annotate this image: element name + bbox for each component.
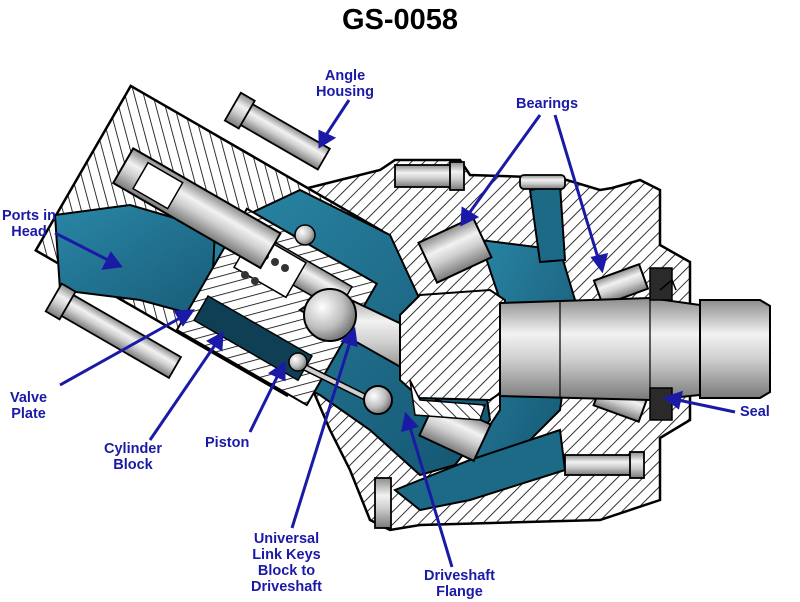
callout-arrows bbox=[54, 99, 736, 568]
arrow-universal-link bbox=[290, 326, 358, 529]
housing-bolts bbox=[374, 161, 645, 529]
label-seal: Seal bbox=[740, 404, 770, 420]
driveshaft bbox=[499, 296, 771, 402]
arrow-seal bbox=[662, 390, 736, 414]
arrow-driveshaft-flange bbox=[401, 411, 454, 568]
arrow-bearings-left bbox=[460, 114, 542, 227]
driveshaft-flange-part bbox=[399, 288, 506, 421]
page-title: GS-0058 bbox=[341, 4, 459, 36]
shaft-seal bbox=[649, 267, 677, 421]
head-bolts bbox=[44, 91, 332, 380]
label-bearings: Bearings bbox=[516, 96, 579, 112]
arrow-bearings-right bbox=[553, 114, 609, 274]
arrow-cylinder-block bbox=[148, 331, 224, 441]
arrow-valve-plate bbox=[59, 309, 195, 387]
arrow-angle-housing bbox=[318, 99, 351, 149]
arrow-piston bbox=[248, 361, 286, 433]
label-piston: Piston bbox=[205, 435, 250, 451]
arrow-ports bbox=[54, 231, 123, 270]
head-spool bbox=[111, 146, 282, 270]
